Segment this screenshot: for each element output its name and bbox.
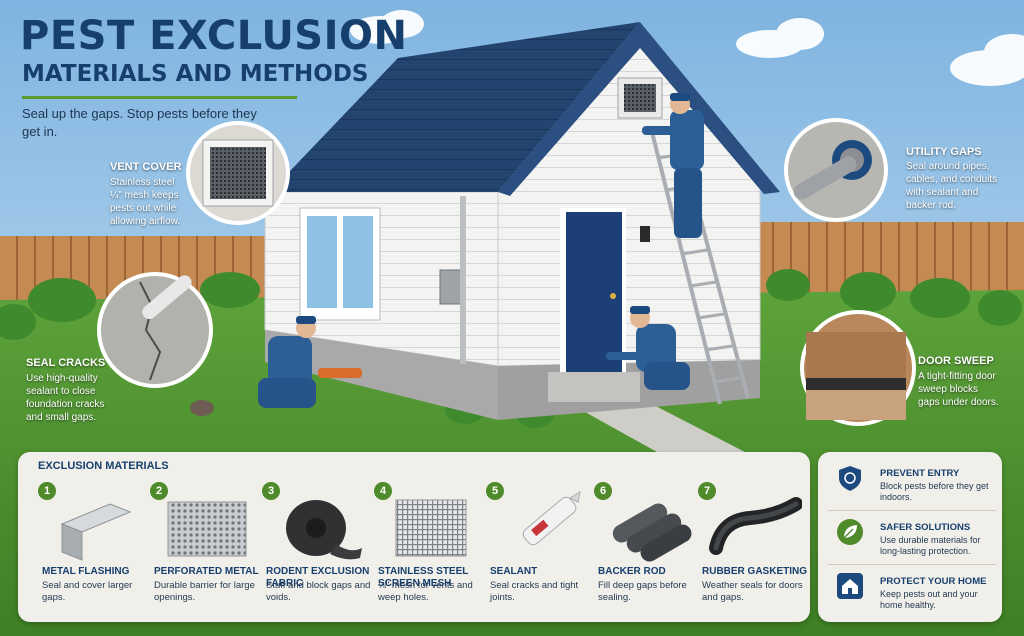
tagline: Seal up the gaps. Stop pests before they… bbox=[22, 106, 257, 139]
page-title: PEST EXCLUSION bbox=[20, 13, 408, 59]
material-item: 5 SEALANT Seal cracks and tight joints. bbox=[486, 478, 598, 618]
callout-sweep-circle bbox=[800, 310, 916, 426]
material-desc: Fill deep gaps before sealing. bbox=[598, 580, 687, 603]
house-icon bbox=[837, 573, 863, 599]
worker-at-door bbox=[606, 306, 690, 390]
worker-on-ladder bbox=[642, 93, 704, 238]
backer-rod-icon bbox=[612, 503, 692, 562]
material-item: 4 STAINLESS STEEL SCREEN MESH ¼" mesh fo… bbox=[374, 478, 486, 618]
seal-cracks-title: SEAL CRACKS bbox=[26, 357, 106, 369]
materials-panel: EXCLUSION MATERIALS 1 METAL FLASHING Sea… bbox=[18, 452, 810, 622]
page-subtitle: MATERIALS AND METHODS bbox=[22, 61, 369, 87]
bushes bbox=[0, 269, 1022, 428]
material-name: SEALANT bbox=[490, 566, 538, 577]
rubber-gasket-icon bbox=[709, 497, 802, 555]
title-underline bbox=[22, 96, 297, 99]
benefit-desc: Block pests before they get indoors. bbox=[880, 481, 989, 502]
material-name: METAL FLASHING bbox=[42, 566, 130, 577]
vent-cover-title: VENT COVER bbox=[110, 161, 182, 173]
divider bbox=[828, 564, 996, 565]
vent-cover-desc: Stainless steel ¼" mesh keeps pests out … bbox=[110, 177, 181, 227]
shield-icon bbox=[839, 466, 861, 491]
item-number: 4 bbox=[374, 482, 392, 500]
material-desc: Stuff and block gaps and voids. bbox=[266, 580, 371, 603]
material-desc: ¼" mesh for vents and weep holes. bbox=[378, 580, 473, 603]
material-name: RODENT EXCLUSION FABRIC bbox=[266, 566, 370, 589]
item-number: 1 bbox=[38, 482, 56, 500]
screen-mesh-icon bbox=[395, 499, 467, 557]
item-number: 7 bbox=[698, 482, 716, 500]
material-item: 6 BACKER ROD Fill deep gaps before seali… bbox=[594, 478, 706, 618]
material-item: 1 METAL FLASHING Seal and cover larger g… bbox=[38, 478, 150, 618]
perforated-metal-icon bbox=[167, 501, 247, 557]
benefit-title: SAFER SOLUTIONS bbox=[880, 522, 971, 533]
material-item: 3 RODENT EXCLUSION FABRIC Stuff and bloc… bbox=[262, 478, 374, 618]
material-desc: Weather seals for doors and gaps. bbox=[702, 580, 803, 603]
item-number: 2 bbox=[150, 482, 168, 500]
benefit-item: SAFER SOLUTIONS Use durable materials fo… bbox=[828, 514, 998, 562]
seal-cracks-desc: Use high-quality sealant to close founda… bbox=[26, 373, 105, 423]
item-number: 5 bbox=[486, 482, 504, 500]
material-name: BACKER ROD bbox=[598, 566, 666, 577]
material-desc: Seal cracks and tight joints. bbox=[490, 580, 579, 603]
divider bbox=[828, 510, 996, 511]
item-number: 3 bbox=[262, 482, 280, 500]
door-sweep-desc: A tight-fitting door sweep blocks gaps u… bbox=[918, 371, 999, 408]
callout-crack-circle bbox=[97, 272, 213, 388]
mouse bbox=[190, 400, 214, 416]
material-name: RUBBER GASKETING bbox=[702, 566, 808, 577]
sealant-tube-icon bbox=[522, 490, 581, 546]
utility-gaps-title: UTILITY GAPS bbox=[906, 146, 982, 158]
material-name: PERFORATED METAL bbox=[154, 566, 259, 577]
metal-flashing-icon bbox=[60, 503, 132, 561]
exclusion-fabric-icon bbox=[286, 500, 362, 560]
benefits-panel: PREVENT ENTRY Block pests before they ge… bbox=[818, 452, 1002, 622]
materials-heading: EXCLUSION MATERIALS bbox=[38, 460, 169, 472]
callout-vent-circle bbox=[186, 121, 290, 225]
clouds bbox=[350, 10, 1024, 86]
benefit-item: PREVENT ENTRY Block pests before they ge… bbox=[828, 460, 998, 508]
material-item: 2 PERFORATED METAL Durable barrier for l… bbox=[150, 478, 262, 618]
callout-utility-circle bbox=[784, 118, 888, 222]
utility-gaps-desc: Seal around pipes, cables, and conduits … bbox=[906, 161, 998, 211]
leaf-icon bbox=[837, 519, 863, 545]
benefit-item: PROTECT YOUR HOME Keep pests out and you… bbox=[828, 568, 998, 616]
material-desc: Durable barrier for large openings. bbox=[154, 580, 255, 603]
benefit-desc: Use durable materials for long-lasting p… bbox=[880, 535, 981, 556]
item-number: 6 bbox=[594, 482, 612, 500]
benefit-title: PREVENT ENTRY bbox=[880, 468, 960, 479]
material-name: STAINLESS STEEL SCREEN MESH bbox=[378, 566, 469, 589]
worker-with-caulk-gun bbox=[258, 316, 362, 408]
door-sweep-title: DOOR SWEEP bbox=[918, 355, 994, 367]
benefit-desc: Keep pests out and your home healthy. bbox=[880, 589, 978, 610]
material-desc: Seal and cover larger gaps. bbox=[42, 580, 133, 603]
benefit-title: PROTECT YOUR HOME bbox=[880, 576, 987, 587]
material-item: 7 RUBBER GASKETING Weather seals for doo… bbox=[698, 478, 810, 618]
